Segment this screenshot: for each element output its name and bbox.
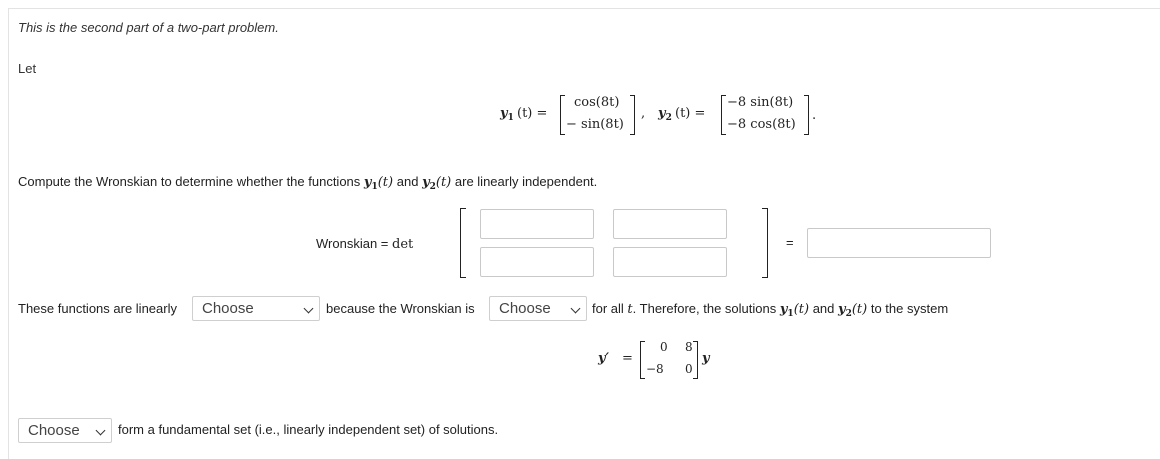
y1-arg: (t) = bbox=[517, 106, 548, 121]
y1-left-bracket bbox=[560, 95, 565, 135]
let-label: Let bbox=[18, 61, 37, 76]
y1-symbol: y1 bbox=[500, 106, 514, 123]
wronskian-left-bracket bbox=[460, 208, 466, 278]
y2-right-bracket bbox=[804, 95, 809, 135]
fundamental-set-select[interactable]: Choose bbox=[18, 418, 112, 443]
y2-left-bracket bbox=[721, 95, 726, 135]
wronskian-cell-2-2[interactable] bbox=[613, 247, 727, 277]
wronskian-cell-1-2[interactable] bbox=[613, 209, 727, 239]
wronskian-label: Wronskian = det bbox=[316, 236, 414, 252]
y1-right-bracket bbox=[630, 95, 635, 135]
wronskian-equals: = bbox=[786, 235, 794, 250]
chevron-down-icon bbox=[95, 425, 106, 436]
y2-entry-2: −8 cos(8t) bbox=[727, 117, 796, 132]
chevron-down-icon bbox=[570, 303, 581, 314]
comma: , bbox=[641, 106, 646, 121]
wronskian-cell-1-1[interactable] bbox=[480, 209, 594, 239]
matrix-entry-2-2: 0 bbox=[685, 362, 693, 376]
system-left-bracket bbox=[640, 341, 645, 379]
chevron-down-icon bbox=[303, 303, 314, 314]
fundamental-set-text: form a fundamental set (i.e., linearly i… bbox=[118, 422, 499, 437]
fundamental-set-select-value: Choose bbox=[28, 422, 80, 439]
y2-entry-1: −8 sin(8t) bbox=[727, 95, 794, 110]
wronskian-value-select-value: Choose bbox=[499, 300, 551, 317]
because-text: because the Wronskian is bbox=[326, 301, 475, 316]
y-symbol: y bbox=[702, 351, 710, 366]
y-prime-symbol: y′ bbox=[598, 351, 609, 366]
y1-entry-1: cos(8t) bbox=[574, 95, 620, 110]
matrix-entry-1-2: 8 bbox=[685, 340, 693, 354]
y2-symbol: y2 bbox=[658, 106, 672, 123]
wronskian-value-select[interactable]: Choose bbox=[489, 296, 587, 321]
compute-instruction: Compute the Wronskian to determine wheth… bbox=[18, 174, 598, 192]
y1-entry-2: − sin(8t) bbox=[566, 117, 624, 132]
period: . bbox=[812, 108, 817, 123]
matrix-entry-1-1: 0 bbox=[660, 340, 668, 354]
wronskian-cell-2-1[interactable] bbox=[480, 247, 594, 277]
system-equals: = bbox=[622, 351, 633, 366]
linearity-select[interactable]: Choose bbox=[192, 296, 320, 321]
y2-arg: (t) = bbox=[675, 106, 706, 121]
intro-text: This is the second part of a two-part pr… bbox=[18, 20, 279, 35]
system-right-bracket bbox=[693, 341, 698, 379]
wronskian-result-input[interactable] bbox=[807, 228, 991, 258]
wronskian-right-bracket bbox=[762, 208, 768, 278]
linearly-text: These functions are linearly bbox=[18, 301, 177, 316]
matrix-entry-2-1: −8 bbox=[646, 362, 664, 376]
linearity-select-value: Choose bbox=[202, 300, 254, 317]
therefore-text: for all t. Therefore, the solutions y1(t… bbox=[592, 301, 949, 319]
